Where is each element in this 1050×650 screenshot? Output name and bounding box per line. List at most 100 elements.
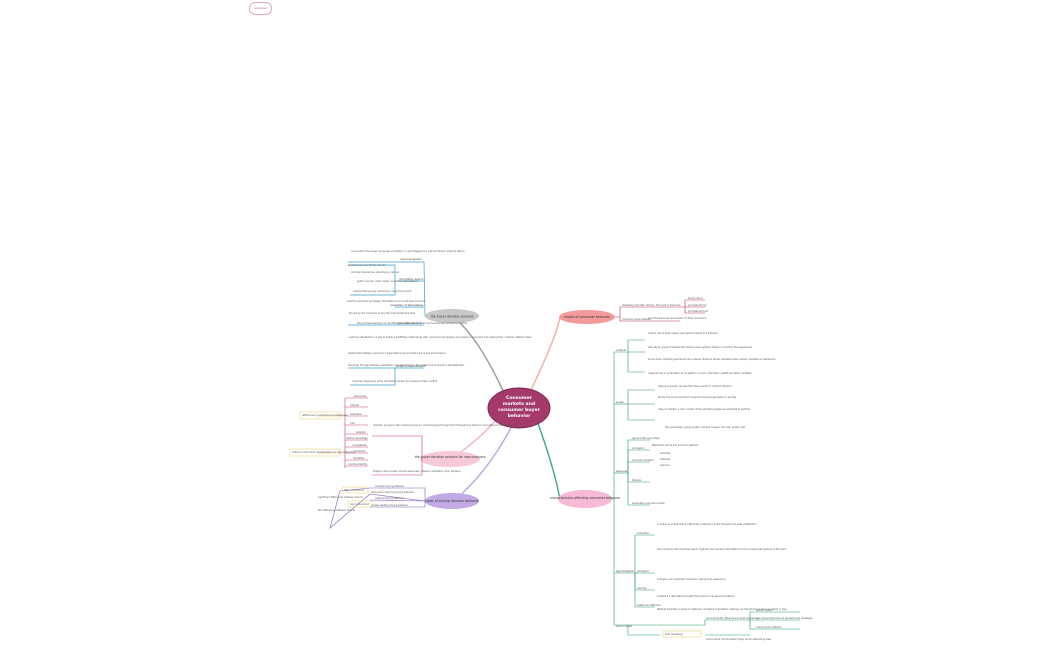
purchase-item-2: the purchase decision can be affected by… (357, 322, 468, 325)
type-dissonance: dissonance-reducing buying behavior (371, 491, 414, 494)
model-stimuli: marketing and other stimuli (622, 304, 654, 307)
few-diff: few differences between brands (318, 509, 356, 512)
types-branch (329, 487, 426, 529)
factor-4: divisibility (353, 457, 365, 460)
sig-diff: significant differences between brands (318, 496, 363, 499)
lifestyle-1: activities (660, 452, 671, 455)
cultural-item-4: measured by a combination of occupation,… (648, 372, 752, 375)
psych-beliefs: beliefs and attitudes (637, 604, 661, 607)
new-products-texts: awareness interest evaluation trial adop… (289, 395, 518, 473)
new-products-label: the buyer decision process for new produ… (415, 455, 486, 459)
psych-motivation: motivation (637, 532, 650, 535)
online-networks: online social networks (756, 626, 782, 629)
purchase-item-1: the act by the consumer to buy the most … (349, 312, 416, 315)
stages-extra: stages in the process include awareness,… (373, 470, 461, 473)
main-node-characteristics[interactable]: characteristics affecting consumer behav… (550, 490, 621, 508)
info-item-2: commercial sources: advertising, interne… (351, 271, 399, 274)
personal-item-5: personality and self-concept (632, 502, 665, 505)
purchase-decision: purchase decision (398, 321, 422, 325)
buyer-process-label: the buyer decision process (431, 315, 474, 319)
learning-desc: changes in an individual's behavior aris… (657, 578, 726, 581)
adopters-label-box (289, 448, 341, 457)
resp-amount: purchase amount (688, 310, 708, 313)
cultural: cultural (616, 348, 626, 352)
low-involvement: low involvement (350, 503, 369, 506)
low-involvement-box (347, 500, 373, 508)
info-item-1: personal sources: family, friends (348, 264, 386, 267)
top-tag: consumer (249, 2, 272, 15)
personal: personal (616, 469, 627, 473)
info-search: information search (399, 277, 424, 281)
model-purchase: consumer buyer behavior (622, 318, 652, 321)
buzz-box (662, 630, 702, 638)
evaluation-desc: how the consumer processes information t… (347, 300, 426, 303)
characteristics-label: characteristics affecting consumer behav… (550, 496, 621, 500)
stage-awareness: awareness (354, 395, 367, 398)
characteristics-branch (612, 339, 800, 636)
high-involvement-box (341, 486, 369, 494)
online-desc: online social communities: blogs, social… (706, 638, 772, 641)
model-label: model of consumer behavior (564, 315, 610, 319)
stage-evaluation: evaluation (350, 413, 363, 416)
personal-item-4: lifestyle (632, 479, 642, 482)
main-node-buyer-process[interactable]: the buyer decision process (425, 309, 479, 323)
beliefs-desc: a belief is a descriptive thought that a… (657, 595, 735, 598)
factor-3: complexity (353, 450, 366, 453)
psych-learning: learning (637, 587, 647, 590)
lifestyle-2: interests (660, 458, 671, 461)
social-item-1: reference groups: groups that have a dir… (658, 385, 732, 388)
center-line-1: Consumer (506, 395, 533, 401)
center-connectors (451, 317, 561, 501)
center-node[interactable]: Consumer markets and consumer buyer beha… (487, 387, 551, 429)
post-item-3: the larger the gap between expectation a… (348, 364, 465, 367)
adopters-label: influence of product characteristics on … (292, 451, 356, 454)
adoption-desc: adoption process is the mental process a… (373, 424, 518, 427)
main-node-types[interactable]: types of buying decision behavior (425, 493, 480, 509)
types-texts: complex buying behavior dissonance-reduc… (318, 485, 414, 512)
psychological: psychological (616, 569, 634, 573)
wom-item-1: opinion leader (756, 609, 773, 612)
model-branch (615, 299, 705, 322)
economic-desc: affects the stores and products selected (652, 444, 699, 447)
main-node-new-products[interactable]: the buyer decision process for new produ… (415, 451, 486, 467)
need-recognition: need recognition (400, 257, 422, 261)
new-products-branch (318, 397, 423, 476)
evaluation: evaluation of alternatives (390, 303, 424, 307)
factor-5: communicability (348, 463, 368, 466)
motivation-desc: a motive is a need that is sufficiently … (657, 523, 757, 526)
psych-perception: perception (637, 570, 650, 573)
types-label: types of buying decision behavior (425, 499, 480, 503)
perception-desc: the process by which people select, orga… (657, 548, 787, 551)
personal-item-1: age and life-cycle stage (632, 437, 660, 440)
stage-interest: interest (350, 404, 359, 407)
stage-trial: trial (350, 422, 355, 425)
personal-item-3: economic situation (632, 459, 654, 462)
wom-item-2: use online influencers to spread brand m… (756, 617, 813, 620)
center-line-3: consumer buyer (498, 407, 541, 413)
attitudes-desc: attitude describes a person's relatively… (657, 608, 787, 611)
factor-2: compatibility (352, 444, 368, 447)
type-habitual: habitual buying behavior (375, 497, 404, 500)
main-node-model[interactable]: model of consumer behavior (559, 310, 615, 324)
stages-label: differences in individual innovativeness (302, 414, 348, 417)
characteristics-texts: cultural culture: set of basic values, p… (616, 332, 813, 641)
buyer-process-branch (348, 261, 426, 386)
info-item-4: experiential sources: examining, using t… (353, 290, 412, 293)
buzz: buzz marketing (665, 633, 683, 636)
post-item-1: customer satisfaction is a key to buildi… (348, 336, 532, 339)
resp-brand: brand choice (688, 297, 703, 300)
stages-label-box (299, 411, 341, 420)
type-complex: complex buying behavior (375, 485, 404, 488)
social: social (616, 400, 624, 404)
social-item-3: roles and status: a role consists of the… (658, 408, 751, 411)
cultural-item-2: subculture: group of people with shared … (648, 346, 753, 349)
cultural-item-1: culture: set of basic values, perception… (648, 332, 718, 335)
type-variety: variety-seeking buying behavior (371, 504, 408, 507)
model-buyer-box: the buyer's black box (656, 304, 681, 307)
social-item-2: family: the most important consumer buyi… (658, 396, 737, 399)
personal-item-2: occupation (632, 447, 645, 450)
lifestyle-3: opinions (660, 464, 670, 467)
factor-1: relative advantage (346, 437, 368, 440)
opinion-leader: opinion leader (616, 625, 633, 628)
